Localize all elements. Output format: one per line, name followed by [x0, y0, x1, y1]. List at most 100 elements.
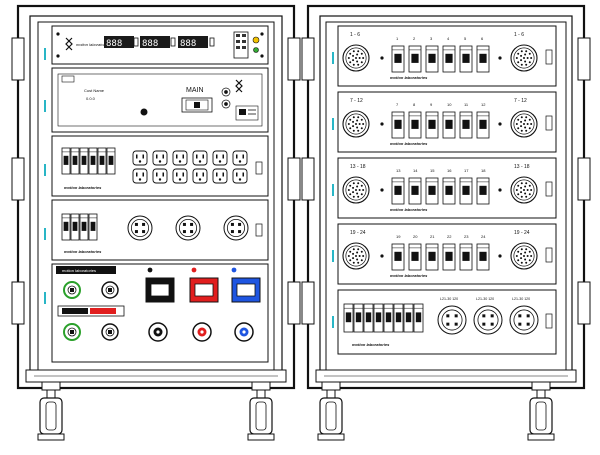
duplex-outlet[interactable]: [152, 150, 168, 166]
distro-breaker[interactable]: [476, 45, 490, 73]
distro-breaker[interactable]: [408, 111, 422, 139]
twistlock-receptacle[interactable]: [223, 215, 249, 241]
distro-breaker[interactable]: [442, 177, 456, 205]
distro-breaker[interactable]: [459, 243, 473, 271]
distro-breaker[interactable]: [476, 243, 490, 271]
twistlock-receptacle[interactable]: [175, 215, 201, 241]
right-twistlock-breaker[interactable]: [373, 303, 384, 333]
camlok-panel-title: motion laboratories: [62, 268, 96, 273]
panel-screw: [380, 122, 384, 126]
distro-panel-logo: motion laboratories: [390, 207, 428, 212]
right-twistlock-breaker[interactable]: [413, 303, 424, 333]
ground-connector-1[interactable]: [63, 281, 81, 299]
panel-screw: [498, 56, 502, 60]
neutral-connector-1[interactable]: [101, 281, 119, 299]
distro-breaker[interactable]: [459, 45, 473, 73]
camlok-round-blue[interactable]: [234, 322, 254, 342]
right-twistlock-receptacle[interactable]: [437, 305, 467, 335]
panel-screw: [498, 188, 502, 192]
duplex-outlet[interactable]: [232, 150, 248, 166]
twistlock-breaker[interactable]: [70, 213, 80, 241]
camlok-block-red[interactable]: [189, 277, 219, 303]
right-twistlock-breaker[interactable]: [403, 303, 414, 333]
distro-breaker[interactable]: [425, 45, 439, 73]
duplex-outlet[interactable]: [192, 168, 208, 184]
outlet-breaker[interactable]: [97, 147, 107, 175]
duplex-outlet[interactable]: [152, 168, 168, 184]
outlet-breaker[interactable]: [70, 147, 80, 175]
right-twistlock-breaker[interactable]: [383, 303, 394, 333]
twistlock-breaker[interactable]: [61, 213, 71, 241]
panel-screw: [498, 122, 502, 126]
main-panel-knob[interactable]: [140, 108, 148, 116]
distro-breaker[interactable]: [459, 177, 473, 205]
distro-breaker[interactable]: [425, 177, 439, 205]
distro-breaker[interactable]: [408, 243, 422, 271]
right-twistlock-receptacle[interactable]: [509, 305, 539, 335]
right-twistlock-breaker[interactable]: [393, 303, 404, 333]
breaker-number: 17: [464, 168, 469, 173]
outlet-breaker[interactable]: [106, 147, 116, 175]
panel-range-right: 19 - 24: [514, 230, 530, 236]
outlet-breaker[interactable]: [88, 147, 98, 175]
twistlock-breaker[interactable]: [79, 213, 89, 241]
breaker-number: 9: [430, 102, 433, 107]
camlok-block-black[interactable]: [145, 277, 175, 303]
twistlock-breaker[interactable]: [88, 213, 98, 241]
duplex-outlet[interactable]: [132, 150, 148, 166]
multipin-connector-left[interactable]: [342, 242, 370, 270]
camlok-block-blue[interactable]: [231, 277, 261, 303]
breaker-number: 21: [430, 234, 435, 239]
distro-breaker[interactable]: [442, 111, 456, 139]
duplex-outlet[interactable]: [212, 150, 228, 166]
outlet-breaker[interactable]: [61, 147, 71, 175]
distro-breaker[interactable]: [459, 111, 473, 139]
breaker-number: 22: [447, 234, 452, 239]
distro-breaker[interactable]: [391, 111, 405, 139]
multipin-connector-left[interactable]: [342, 110, 370, 138]
multipin-connector-right[interactable]: [510, 44, 538, 72]
duplex-outlet[interactable]: [132, 168, 148, 184]
multipin-connector-left[interactable]: [342, 176, 370, 204]
duplex-outlet[interactable]: [172, 168, 188, 184]
camlok-round-red[interactable]: [192, 322, 212, 342]
multipin-connector-right[interactable]: [510, 176, 538, 204]
duplex-outlet[interactable]: [192, 150, 208, 166]
camlok-round-black[interactable]: [148, 322, 168, 342]
multipin-connector-right[interactable]: [510, 242, 538, 270]
distro-breaker[interactable]: [408, 177, 422, 205]
right-twistlock-receptacle[interactable]: [473, 305, 503, 335]
right-twistlock-breaker[interactable]: [343, 303, 354, 333]
right-case-base: [315, 369, 577, 383]
meter-selector-switches[interactable]: [133, 37, 215, 47]
ground-connector-2[interactable]: [63, 323, 81, 341]
right-twistlock-side-label: [545, 313, 553, 329]
multipin-connector-left[interactable]: [342, 44, 370, 72]
distro-breaker[interactable]: [476, 177, 490, 205]
breaker-number: 20: [413, 234, 418, 239]
main-breaker[interactable]: [181, 97, 213, 113]
right-twistlock-breaker[interactable]: [353, 303, 364, 333]
distro-breaker[interactable]: [391, 243, 405, 271]
receptacle-label: L21-30 120: [440, 297, 458, 301]
duplex-outlet[interactable]: [212, 168, 228, 184]
main-label-plate: [61, 75, 75, 83]
distro-breaker[interactable]: [391, 177, 405, 205]
neutral-connector-2[interactable]: [101, 323, 119, 341]
distro-breaker[interactable]: [408, 45, 422, 73]
right-twistlock-breaker[interactable]: [363, 303, 374, 333]
outlet-breaker[interactable]: [79, 147, 89, 175]
twistlock-receptacle[interactable]: [127, 215, 153, 241]
duplex-outlet[interactable]: [232, 168, 248, 184]
main-brand-icon: [235, 79, 243, 93]
distro-breaker[interactable]: [476, 111, 490, 139]
multipin-connector-right[interactable]: [510, 110, 538, 138]
distro-breaker[interactable]: [391, 45, 405, 73]
distro-breaker[interactable]: [425, 111, 439, 139]
distro-breaker[interactable]: [442, 45, 456, 73]
distro-breaker[interactable]: [442, 243, 456, 271]
distro-breaker[interactable]: [425, 243, 439, 271]
duplex-outlet[interactable]: [172, 150, 188, 166]
